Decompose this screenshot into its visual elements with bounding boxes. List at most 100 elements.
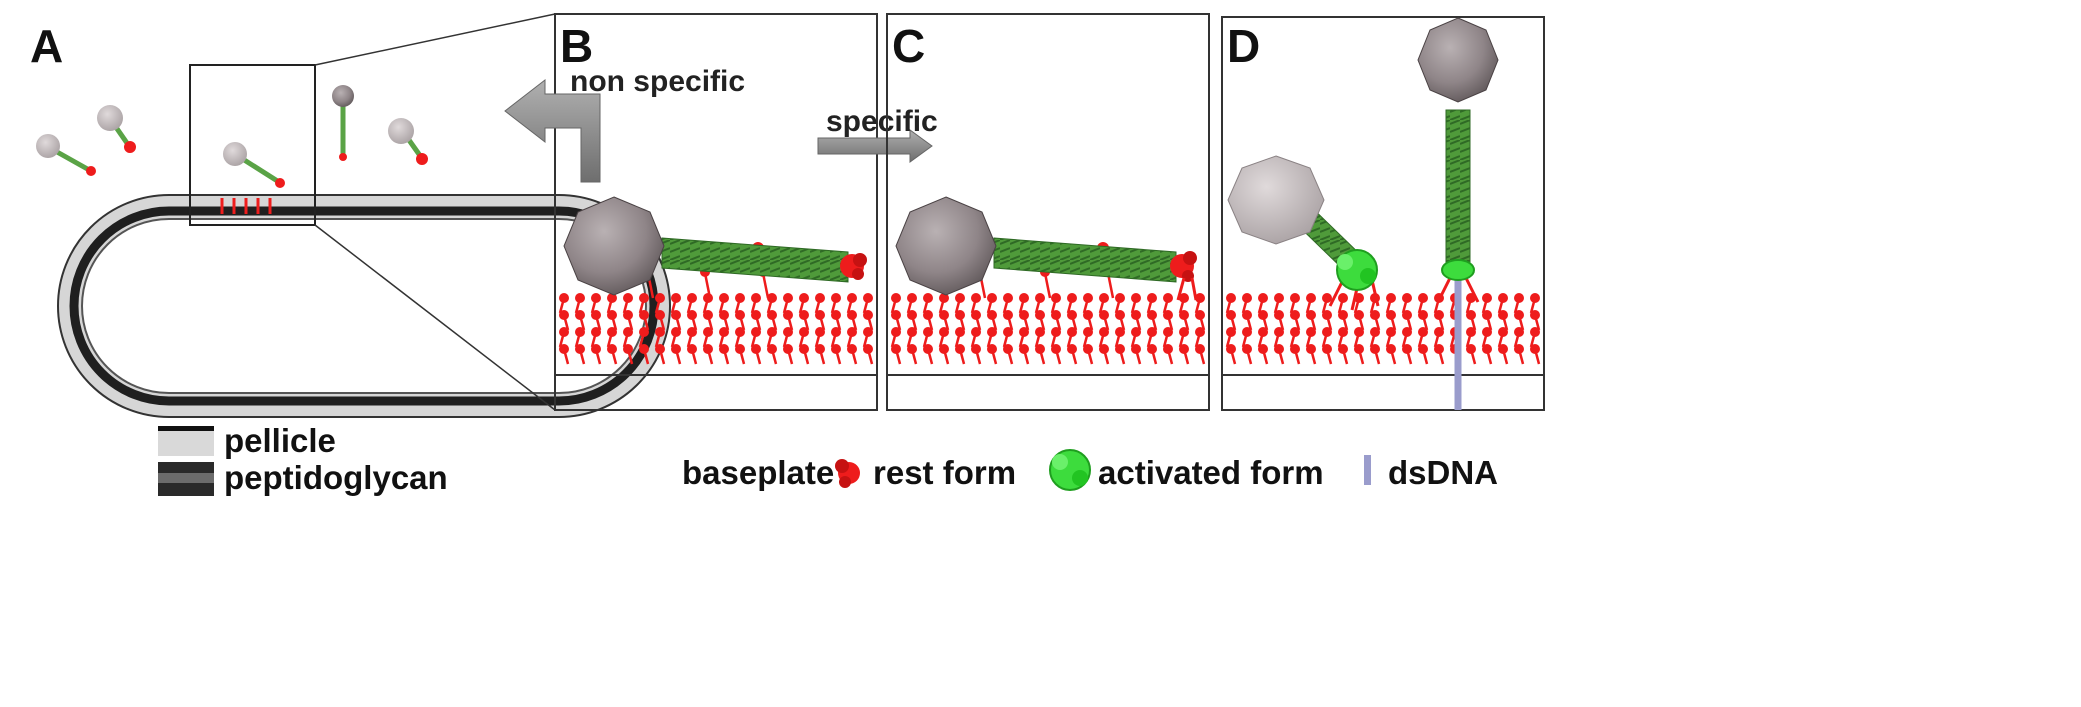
receptor-bead xyxy=(799,310,809,320)
receptor-bead xyxy=(1274,327,1284,337)
activated-form-label: activated form xyxy=(1098,454,1324,491)
receptor-bead xyxy=(1258,344,1268,354)
receptor-bead xyxy=(1466,310,1476,320)
receptor-bead xyxy=(783,293,793,303)
receptor-bead xyxy=(1434,310,1444,320)
receptor-bead xyxy=(767,310,777,320)
panel-d-label: D xyxy=(1227,20,1260,72)
phage-small-3 xyxy=(223,142,285,188)
specific-arrow-shape xyxy=(817,129,933,163)
receptor-bead xyxy=(575,327,585,337)
receptor-bead xyxy=(1179,327,1189,337)
receptor-bead xyxy=(1338,327,1348,337)
receptor-bead xyxy=(1035,310,1045,320)
baseplate-activated-vertical xyxy=(1441,259,1475,281)
receptor-bead xyxy=(923,310,933,320)
phage-rest-b xyxy=(563,196,867,296)
receptor-bead xyxy=(831,293,841,303)
receptor-bead xyxy=(1290,327,1300,337)
receptor-bead xyxy=(1274,344,1284,354)
phage-small-4 xyxy=(332,85,354,161)
receptor-bead xyxy=(863,293,873,303)
receptor-bead xyxy=(1019,327,1029,337)
receptor-bead xyxy=(1370,327,1380,337)
receptor-bead xyxy=(1099,344,1109,354)
receptor-bead xyxy=(1051,310,1061,320)
receptor-bead xyxy=(1003,293,1013,303)
receptor-bead xyxy=(655,344,665,354)
receptor-bead xyxy=(1242,344,1252,354)
peptidoglycan-label: peptidoglycan xyxy=(224,459,448,496)
receptor-bead xyxy=(923,327,933,337)
receptor-bead xyxy=(1195,310,1205,320)
receptor-bead xyxy=(655,310,665,320)
panel-c-label: C xyxy=(892,20,925,72)
receptor-bead xyxy=(1226,310,1236,320)
receptor-bead xyxy=(607,344,617,354)
receptor-bead xyxy=(1482,327,1492,337)
receptor-bead xyxy=(987,327,997,337)
receptor-bead xyxy=(1163,293,1173,303)
receptor-bead xyxy=(767,327,777,337)
receptor-bead xyxy=(1258,327,1268,337)
receptor-bead xyxy=(799,293,809,303)
receptor-bead xyxy=(1514,344,1524,354)
non-specific-arrow: non specific xyxy=(504,65,745,183)
receptor-bead xyxy=(1083,293,1093,303)
receptor-bead xyxy=(1226,344,1236,354)
receptor-bead xyxy=(923,293,933,303)
receptor-bead xyxy=(1418,310,1428,320)
receptor-bead xyxy=(639,293,649,303)
receptor-bead xyxy=(735,327,745,337)
receptor-bead xyxy=(559,293,569,303)
receptor-layer xyxy=(1225,293,1541,365)
receptor-bead xyxy=(1131,293,1141,303)
receptor-bead xyxy=(655,293,665,303)
baseplate-label: baseplate xyxy=(682,454,834,491)
receptor-bead xyxy=(1147,293,1157,303)
receptor-bead xyxy=(831,310,841,320)
non-specific-arrow-shape xyxy=(504,78,601,183)
receptor-bead xyxy=(703,310,713,320)
receptor-bead xyxy=(591,293,601,303)
receptor-bead xyxy=(1035,327,1045,337)
receptor-bead xyxy=(591,310,601,320)
receptor-bead xyxy=(1434,344,1444,354)
receptor-bead xyxy=(1274,310,1284,320)
receptor-bead xyxy=(863,327,873,337)
pellicle-label: pellicle xyxy=(224,422,336,459)
receptor-bead xyxy=(735,310,745,320)
receptor-bead xyxy=(971,344,981,354)
capsid-d-tilted xyxy=(1227,155,1325,245)
receptor-bead xyxy=(1322,310,1332,320)
receptor-bead xyxy=(703,327,713,337)
receptor-bead xyxy=(1099,293,1109,303)
receptor-bead xyxy=(767,344,777,354)
receptor-bead xyxy=(1163,310,1173,320)
receptor-bead xyxy=(1035,344,1045,354)
panel-c: C xyxy=(886,13,1210,411)
receptor-bead xyxy=(671,344,681,354)
zoom-line-bottom xyxy=(314,224,556,411)
receptor-bead xyxy=(1003,310,1013,320)
receptor-bead xyxy=(1466,327,1476,337)
receptor-bead xyxy=(783,344,793,354)
receptor-bead xyxy=(1498,327,1508,337)
panel-c-frame xyxy=(886,13,1210,411)
receptor-bead xyxy=(1115,344,1125,354)
receptor-bead xyxy=(607,327,617,337)
receptor-bead xyxy=(623,310,633,320)
receptor-bead xyxy=(559,310,569,320)
panel-b-frame xyxy=(554,13,878,411)
receptor-bead xyxy=(971,310,981,320)
receptor-bead xyxy=(607,310,617,320)
receptor-bead xyxy=(559,344,569,354)
receptor-bead xyxy=(735,344,745,354)
receptor-bead xyxy=(1434,327,1444,337)
receptor-bead xyxy=(1242,293,1252,303)
capsid-d-vertical xyxy=(1417,17,1499,103)
receptor-bead xyxy=(751,344,761,354)
panel-d: D xyxy=(1221,16,1545,411)
receptor-bead xyxy=(1322,344,1332,354)
